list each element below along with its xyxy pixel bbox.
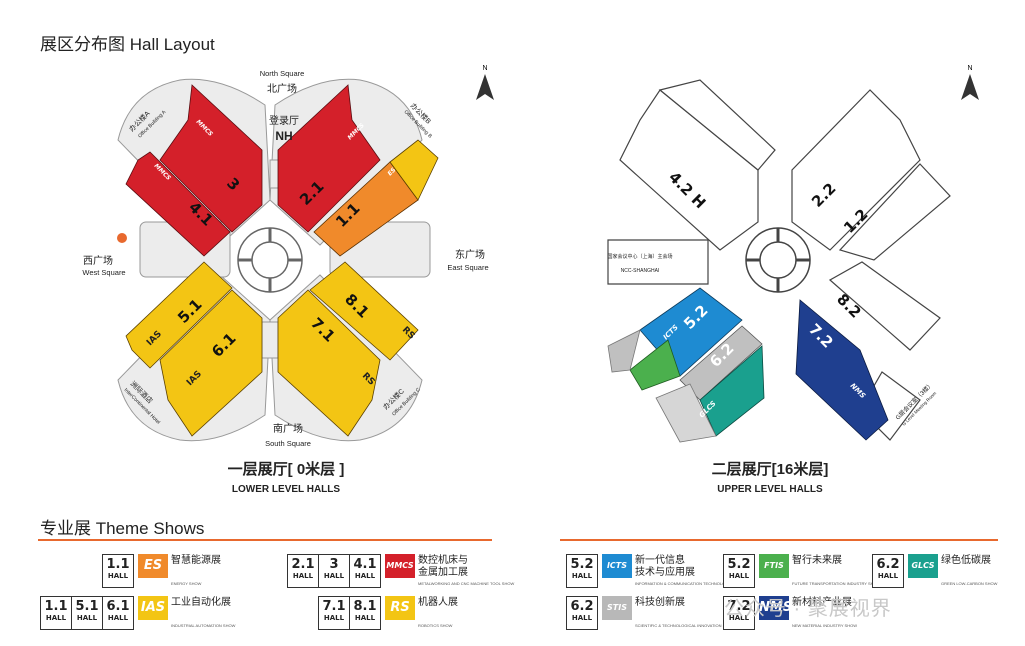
theme-show-en: GREEN LOW-CARBON SHOW (941, 581, 998, 586)
south-square-cn: 南广场 (273, 422, 303, 435)
page-title: 展区分布图 Hall Layout (40, 35, 215, 54)
hall-1-1-ias (389, 139, 439, 201)
theme-show-name: 科技创新展 (635, 597, 685, 608)
nms-logo: NMS (759, 596, 792, 620)
metro-icon (117, 233, 127, 243)
east-square-cn: 东广场 (455, 248, 485, 261)
hall-7-2 (795, 299, 889, 441)
theme-show-en: ROBOTICS SHOW (418, 623, 453, 628)
ncc-en: NCC-SHANGHAI (621, 268, 660, 274)
lower-caption-en: LOWER LEVEL HALLS (232, 484, 340, 495)
theme-show-name: 绿色低碳展 (941, 555, 991, 566)
svg-text:N: N (482, 65, 487, 72)
theme-show-name: 智行未来展 (792, 555, 842, 566)
hall-1-2 (838, 163, 951, 261)
icts-logo: ICTS (602, 554, 632, 578)
theme-show-name: 工业自动化展 (171, 597, 231, 608)
divider-right (560, 539, 998, 541)
theme-show-en: FUTURE TRANSPORTATION INDUSTRY SHOW (792, 581, 881, 586)
theme-shows-title: 专业展 Theme Shows (40, 519, 205, 538)
theme-show-name: 数控机床与 金属加工展 (418, 555, 468, 578)
north-arrow-icon-right: N (961, 65, 979, 100)
theme-show-en: INFORMATION & COMMUNICATION TECHNOLOGY S… (635, 581, 745, 586)
stis-logo: STIS (602, 596, 632, 620)
hall-6-2-stis (655, 383, 717, 443)
hall-7-1 (277, 289, 381, 437)
center-ring-inner (251, 241, 289, 279)
nh-cn: 登录厅 (269, 114, 299, 127)
north-square-cn: 北广场 (267, 82, 297, 95)
theme-show-en: INDUSTRIAL AUTOMATION SHOW (171, 623, 236, 628)
west-square-en: West Square (82, 268, 125, 277)
theme-show-en: ENERGY SHOW (171, 581, 202, 586)
west-square-cn: 西广场 (83, 254, 113, 267)
hall-8-2 (828, 261, 941, 351)
hall-6-2-glcs (699, 345, 765, 437)
divider-left (38, 539, 492, 541)
hall-ncc (607, 239, 709, 285)
east-square-en: East Square (447, 263, 488, 272)
hall-5-2-stis (607, 329, 641, 373)
lower-caption-cn: 一层展厅[ 0米层 ] (228, 460, 345, 478)
hall-4-2-b (658, 79, 776, 171)
theme-show-name: 智慧能源展 (171, 555, 221, 566)
theme-show-name: 新一代信息 技术与应用展 (635, 555, 695, 578)
hall-5-2-ftis (629, 339, 681, 391)
nh-code: NH (275, 129, 292, 143)
north-square-en: North Square (260, 69, 305, 78)
north-arrow-icon-left: N (476, 65, 494, 100)
ftis-logo: FTIS (759, 554, 789, 578)
hall-5-1 (125, 261, 233, 369)
es-logo: ES (138, 554, 168, 578)
south-square-en: South Square (265, 439, 311, 448)
hall-logo-1-1: ES (386, 167, 397, 178)
svg-text:N: N (967, 65, 972, 72)
ncc-cn: 国家会议中心（上海）主会场 (607, 253, 672, 260)
upper-level-map: 4.2 H 2.2 1.2 8.2 5.2 6.2 7.2 ICTS GLCS … (607, 65, 979, 495)
lower-level-map: 3 4.1 2.1 1.1 5.1 6.1 8.1 7.1 MMCS MMCS … (82, 65, 494, 495)
theme-show-en: SCIENTIFIC & TECHNOLOGICAL INNOVATION SH… (635, 623, 736, 628)
glcs-logo: GLCS (908, 554, 938, 578)
hall-8-1 (309, 261, 419, 361)
theme-show-en: METALWORKING AND CNC MACHINE TOOL SHOW (418, 581, 515, 586)
ias-logo: IAS (138, 596, 168, 620)
rs-logo: RS (385, 596, 415, 620)
theme-show-en: NEW MATERIAL INDUSTRY SHOW (792, 623, 857, 628)
mmcs-logo: MMCS (385, 554, 415, 578)
theme-show-name: 机器人展 (418, 597, 458, 608)
hall-2-2 (791, 89, 921, 251)
hall-2-1 (277, 84, 381, 233)
hall-3 (159, 84, 263, 233)
hall-6-1 (159, 289, 263, 437)
watermark: 公众号 · 聚展视界 (724, 598, 892, 620)
theme-show-name: 新材料产业展 (792, 597, 852, 608)
upper-caption-en: UPPER LEVEL HALLS (717, 484, 823, 495)
hall-4-1 (125, 151, 231, 257)
upper-caption-cn: 二层展厅[16米层] (712, 460, 829, 478)
south-block (261, 321, 279, 359)
